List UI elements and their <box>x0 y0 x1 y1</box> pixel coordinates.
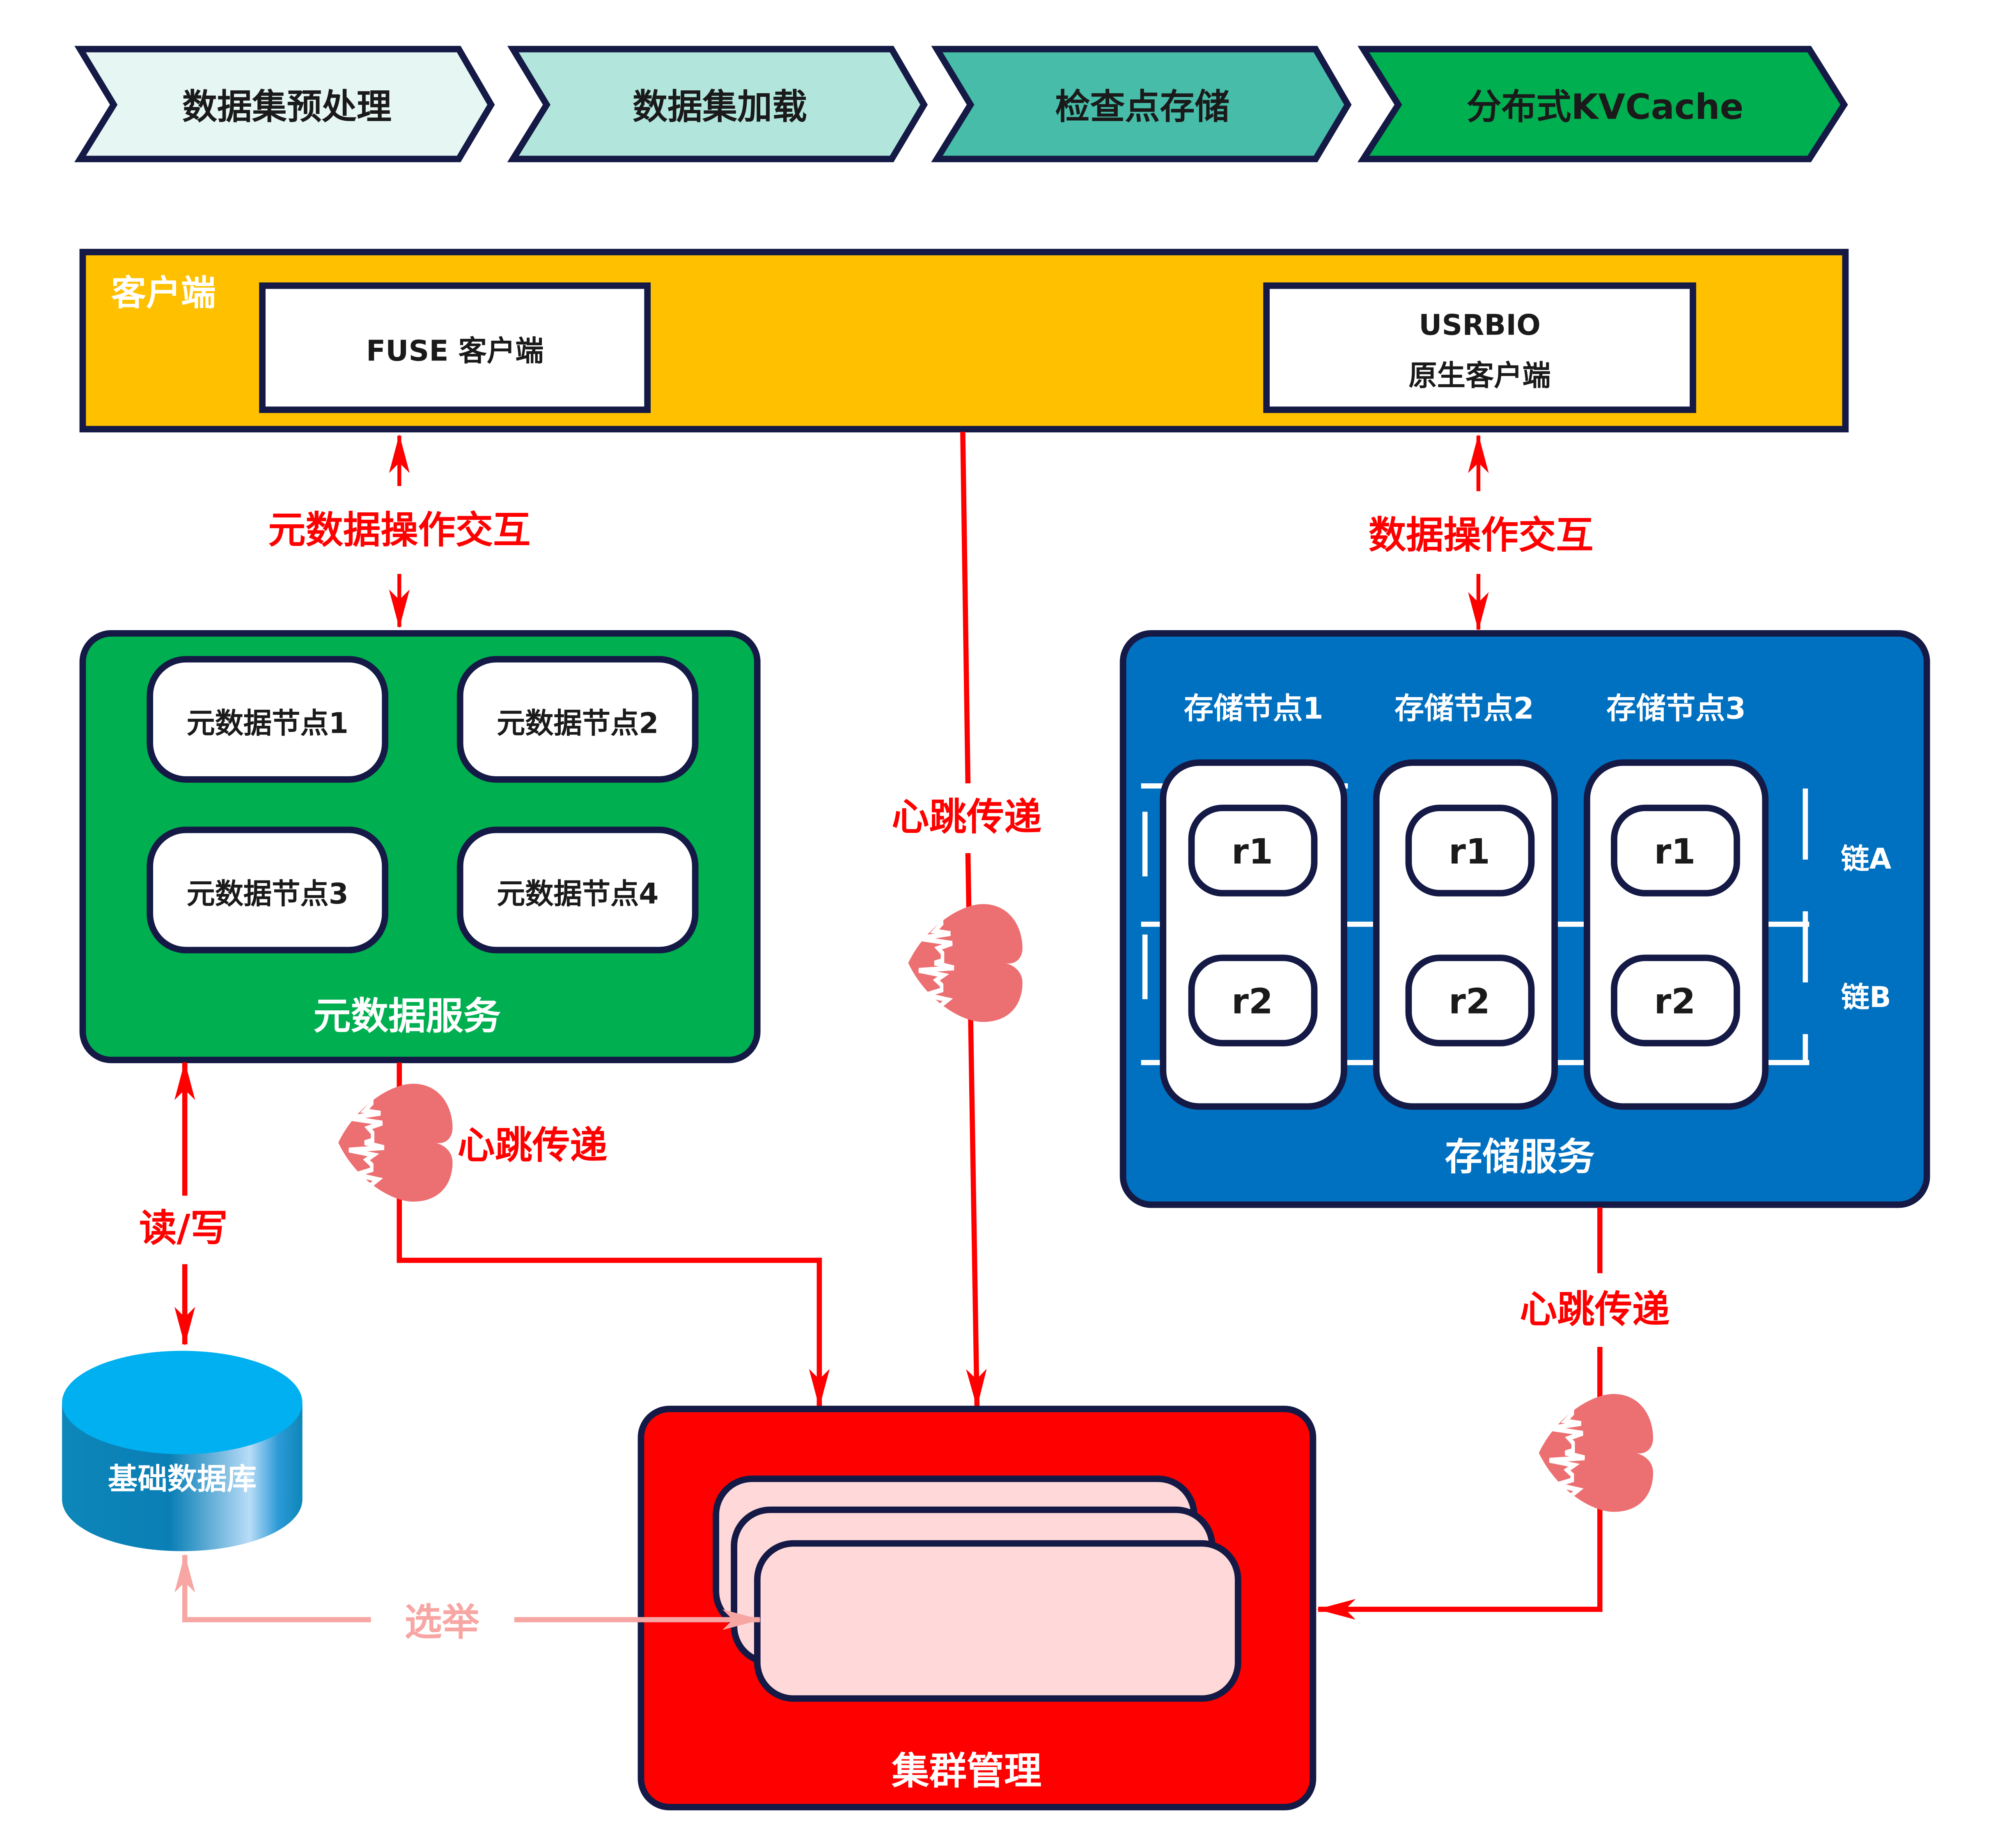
pipeline-bar: 数据集预处理 数据集加载 检查点存储 分布式KVCache <box>74 46 1848 163</box>
metadata-node-label: 元数据节点4 <box>497 878 658 911</box>
pipeline-step-preprocess: 数据集预处理 <box>74 46 495 163</box>
heart-icon <box>908 904 1022 1022</box>
arrow-up-icon <box>174 1553 371 1622</box>
metadata-node-label: 元数据节点2 <box>497 707 658 740</box>
heartbeat-meta-label: 心跳传递 <box>457 1123 607 1167</box>
pipeline-step-label: 数据集加载 <box>633 87 807 128</box>
metadata-node-1[interactable]: 元数据节点1 <box>147 656 388 783</box>
cluster-manager-card[interactable] <box>754 1540 1241 1702</box>
replica-r2[interactable] <box>1611 954 1740 1046</box>
heartbeat-storage-link: 心跳传递 <box>1316 1207 1670 1620</box>
chevron-shape <box>931 46 1352 163</box>
replica-label: r1 <box>1449 831 1490 872</box>
replica-label: r1 <box>1232 831 1273 872</box>
heartbeat-meta-link: 心跳传递 <box>338 1062 830 1408</box>
heart-icon <box>1539 1394 1653 1512</box>
connector-line <box>397 1062 830 1408</box>
heartbeat-center-label: 心跳传递 <box>892 795 1041 839</box>
usrbio-client-box[interactable] <box>1263 282 1696 413</box>
chain-a-label: 链A <box>1841 843 1891 876</box>
storage-node-2[interactable]: r1 r2 <box>1373 759 1558 1110</box>
metadata-node-box[interactable] <box>147 656 388 783</box>
pipeline-step-label: 检查点存储 <box>1055 87 1229 128</box>
chain-b-label: 链B <box>1841 981 1891 1014</box>
metadata-node-box[interactable] <box>456 656 699 783</box>
usrbio-label-line2: 原生客户端 <box>1408 359 1550 392</box>
replica-label: r1 <box>1654 831 1695 872</box>
replica-label: r2 <box>1449 982 1490 1022</box>
replica-r2[interactable] <box>1405 954 1535 1046</box>
storage-node-title: 存储节点3 <box>1606 692 1746 726</box>
storage-node-title: 存储节点1 <box>1184 692 1323 726</box>
read-write-link: 读/写 <box>139 1061 228 1346</box>
chevron-shape <box>507 46 928 163</box>
meta-interaction-label: 元数据操作交互 <box>268 508 530 552</box>
replica-label: r2 <box>1654 982 1695 1022</box>
connector-line <box>960 431 971 784</box>
storage-node-1[interactable]: r1 r2 <box>1160 759 1347 1110</box>
replica-label: r2 <box>1232 982 1273 1022</box>
read-write-label: 读/写 <box>139 1206 228 1250</box>
usrbio-client[interactable]: USRBIO 原生客户端 <box>1263 282 1696 413</box>
metadata-node-box[interactable] <box>147 826 388 954</box>
heartbeat-storage-label: 心跳传递 <box>1520 1287 1670 1331</box>
metadata-node-box[interactable] <box>456 826 699 954</box>
pipeline-step-kvcache: 分布式KVCache <box>1357 46 1848 163</box>
metadata-service-title: 元数据服务 <box>313 994 500 1038</box>
replica-r1[interactable] <box>1405 805 1535 897</box>
fuse-client[interactable]: FUSE 客户端 <box>259 282 651 413</box>
storage-node-title: 存储节点2 <box>1394 692 1534 726</box>
election-label: 选举 <box>404 1600 479 1644</box>
chevron-shape <box>74 46 495 163</box>
replica-r1[interactable] <box>1188 805 1318 897</box>
data-interaction-link: 数据操作交互 <box>1369 434 1594 631</box>
pipeline-step-label: 分布式KVCache <box>1466 87 1743 128</box>
cluster-management: 集群管理 <box>638 1406 1316 1810</box>
database-label: 基础数据库 <box>108 1462 257 1496</box>
metadata-node-label: 元数据节点1 <box>186 707 348 740</box>
storage-service: 存储节点1 存储节点2 存储节点3 r1 r2 r1 r2 <box>1119 630 1930 1208</box>
metadata-node-2[interactable]: 元数据节点2 <box>456 656 699 783</box>
storage-node-3[interactable]: r1 r2 <box>1583 759 1769 1110</box>
storage-service-title: 存储服务 <box>1445 1135 1595 1179</box>
election-link: 选举 <box>174 1553 761 1644</box>
cluster-title: 集群管理 <box>891 1749 1041 1793</box>
fuse-client-label: FUSE 客户端 <box>366 335 544 368</box>
metadata-service: 元数据节点1 元数据节点2 元数据节点3 元数据节点4 元数据服务 <box>79 630 761 1063</box>
heart-icon <box>338 1084 452 1202</box>
pipeline-step-load: 数据集加载 <box>507 46 928 163</box>
data-interaction-label: 数据操作交互 <box>1369 513 1594 557</box>
metadata-node-4[interactable]: 元数据节点4 <box>456 826 699 954</box>
pipeline-step-checkpoint: 检查点存储 <box>931 46 1352 163</box>
fuse-client-box[interactable] <box>259 282 651 413</box>
replica-r2[interactable] <box>1188 954 1318 1046</box>
metadata-node-label: 元数据节点3 <box>186 878 348 911</box>
pipeline-step-label: 数据集预处理 <box>182 87 392 128</box>
chevron-shape <box>1357 46 1848 163</box>
metadata-node-3[interactable]: 元数据节点3 <box>147 826 388 954</box>
meta-interaction-link: 元数据操作交互 <box>268 434 530 629</box>
base-database[interactable]: 基础数据库 <box>62 1351 303 1551</box>
usrbio-label-line1: USRBIO <box>1419 309 1541 342</box>
database-top <box>62 1351 303 1454</box>
replica-r1[interactable] <box>1611 805 1740 897</box>
client-layer: 客户端 FUSE 客户端 USRBIO 原生客户端 <box>79 249 1849 433</box>
heartbeat-center-link: 心跳传递 <box>892 431 1041 1408</box>
client-title: 客户端 <box>111 273 216 314</box>
